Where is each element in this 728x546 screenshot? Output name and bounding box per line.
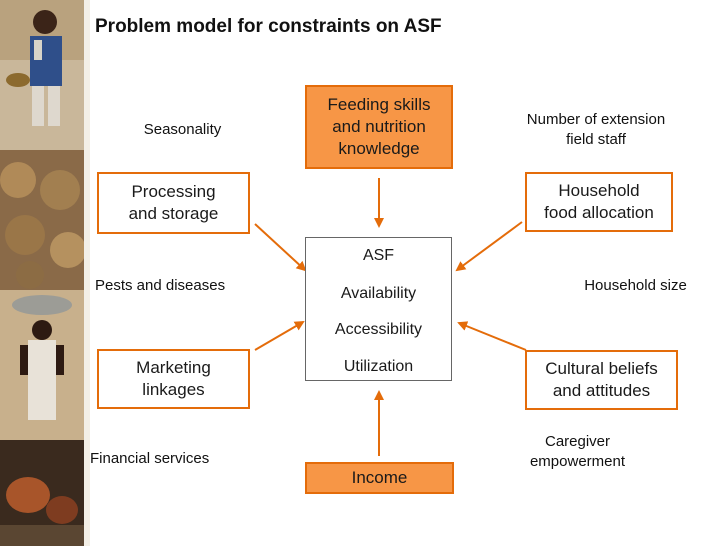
label-financial-services: Financial services — [90, 450, 210, 467]
asf-availability: Availability — [340, 285, 417, 302]
arrow-processing-to-asf — [254, 223, 307, 272]
photo-collage — [0, 0, 84, 546]
income-box: Income — [305, 462, 454, 494]
label-pests-diseases: Pests and diseases — [95, 277, 226, 294]
photo-strip — [0, 0, 84, 546]
label-extension-staff: Number of extension field staff — [526, 111, 666, 148]
arrow-household-to-asf — [455, 221, 523, 272]
asf-heading: ASF — [362, 247, 395, 264]
asf-accessibility: Accessibility — [334, 321, 423, 338]
cultural-beliefs-box: Cultural beliefs and attitudes — [525, 350, 678, 410]
marketing-linkages-box: Marketing linkages — [97, 349, 250, 409]
asf-center-box: ASF Availability Accessibility Utilizati… — [305, 237, 452, 381]
page-title: Problem model for constraints on ASF — [95, 16, 442, 37]
processing-storage-box: Processing and storage — [97, 172, 250, 234]
label-caregiver-empowerment: Caregiver empowerment — [529, 433, 626, 470]
label-household-size: Household size — [584, 277, 687, 294]
household-food-allocation-box: Household food allocation — [525, 172, 673, 232]
asf-utilization: Utilization — [343, 358, 414, 375]
arrow-marketing-to-asf — [254, 320, 305, 351]
photo-strip-edge — [84, 0, 90, 546]
feeding-skills-box: Feeding skills and nutrition knowledge — [305, 85, 453, 169]
label-seasonality: Seasonality — [143, 121, 222, 138]
arrow-cultural-to-asf — [457, 321, 527, 351]
